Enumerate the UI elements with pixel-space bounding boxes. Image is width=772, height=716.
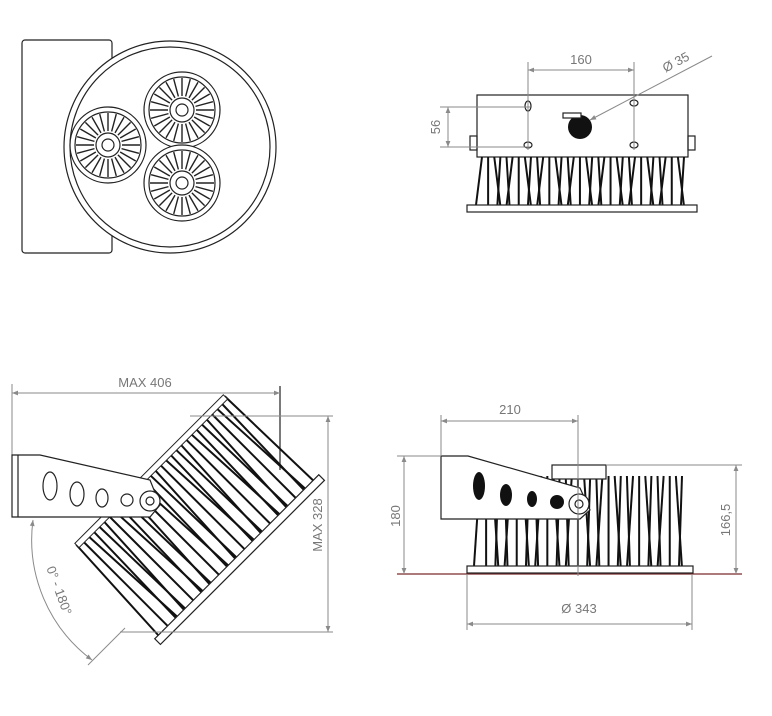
- led-module: [143, 71, 221, 149]
- tilt-arc: [29, 519, 93, 661]
- bracket-side-view: 210 180 166,5 Ø 343: [388, 402, 742, 630]
- dim-pivot-offset: 210: [499, 402, 521, 417]
- driver-box: [551, 464, 607, 480]
- tilted-base-plate: [153, 473, 326, 646]
- dim-diameter: Ø 343: [561, 601, 596, 616]
- pivot-joint: [568, 493, 590, 515]
- dim-max-width: MAX 406: [118, 375, 171, 390]
- led-module: [143, 144, 221, 222]
- heat-sink-fins: [475, 156, 685, 206]
- pivot-joint: [139, 490, 161, 512]
- dim-body-height: 166,5: [718, 504, 733, 537]
- tilted-view: MAX 406 MAX 328 0° - 180°: [11, 375, 333, 666]
- base-plate: [466, 565, 694, 574]
- dim-total-height: 180: [388, 505, 403, 527]
- front-view: [21, 39, 277, 254]
- tilted-bracket: [11, 454, 161, 518]
- cable-gland-hole: [568, 115, 592, 139]
- dim-hole-diameter: Ø 35: [660, 49, 692, 75]
- led-module: [69, 106, 147, 184]
- dim-hole-spacing: 160: [570, 52, 592, 67]
- dim-max-height: MAX 328: [310, 498, 325, 551]
- base-plate: [466, 204, 698, 213]
- dim-mount-height: 56: [428, 120, 443, 134]
- side-view: 160 56 Ø 35: [428, 49, 713, 213]
